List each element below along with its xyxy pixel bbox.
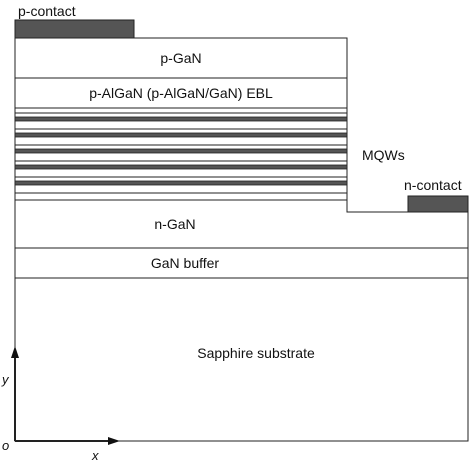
n-contact-label: n-contact <box>404 177 462 193</box>
mqw-well-layer <box>14 148 348 154</box>
p-gan-label: p-GaN <box>160 50 201 66</box>
x-axis-label: x <box>91 448 99 463</box>
y-axis-arrow <box>11 346 19 358</box>
p-contact-label: p-contact <box>18 3 76 19</box>
ebl-label: p-AlGaN (p-AlGaN/GaN) EBL <box>89 85 273 101</box>
x-axis-arrow <box>108 437 120 445</box>
origin-label: o <box>2 438 9 453</box>
mqw-well-layer <box>14 116 348 122</box>
mqw-well-layer <box>14 164 348 170</box>
substrate-label: Sapphire substrate <box>197 345 315 361</box>
mqw-well-layer <box>14 180 348 186</box>
y-axis-label: y <box>1 372 10 387</box>
mqw-stack <box>14 112 348 194</box>
n-gan-label: n-GaN <box>154 216 195 232</box>
n-contact-pad <box>407 195 469 213</box>
n-gan-layer <box>14 199 469 249</box>
mqw-well-layer <box>14 132 348 138</box>
p-contact-pad <box>14 19 135 39</box>
buffer-label: GaN buffer <box>151 255 220 271</box>
mqws-label: MQWs <box>362 147 405 163</box>
